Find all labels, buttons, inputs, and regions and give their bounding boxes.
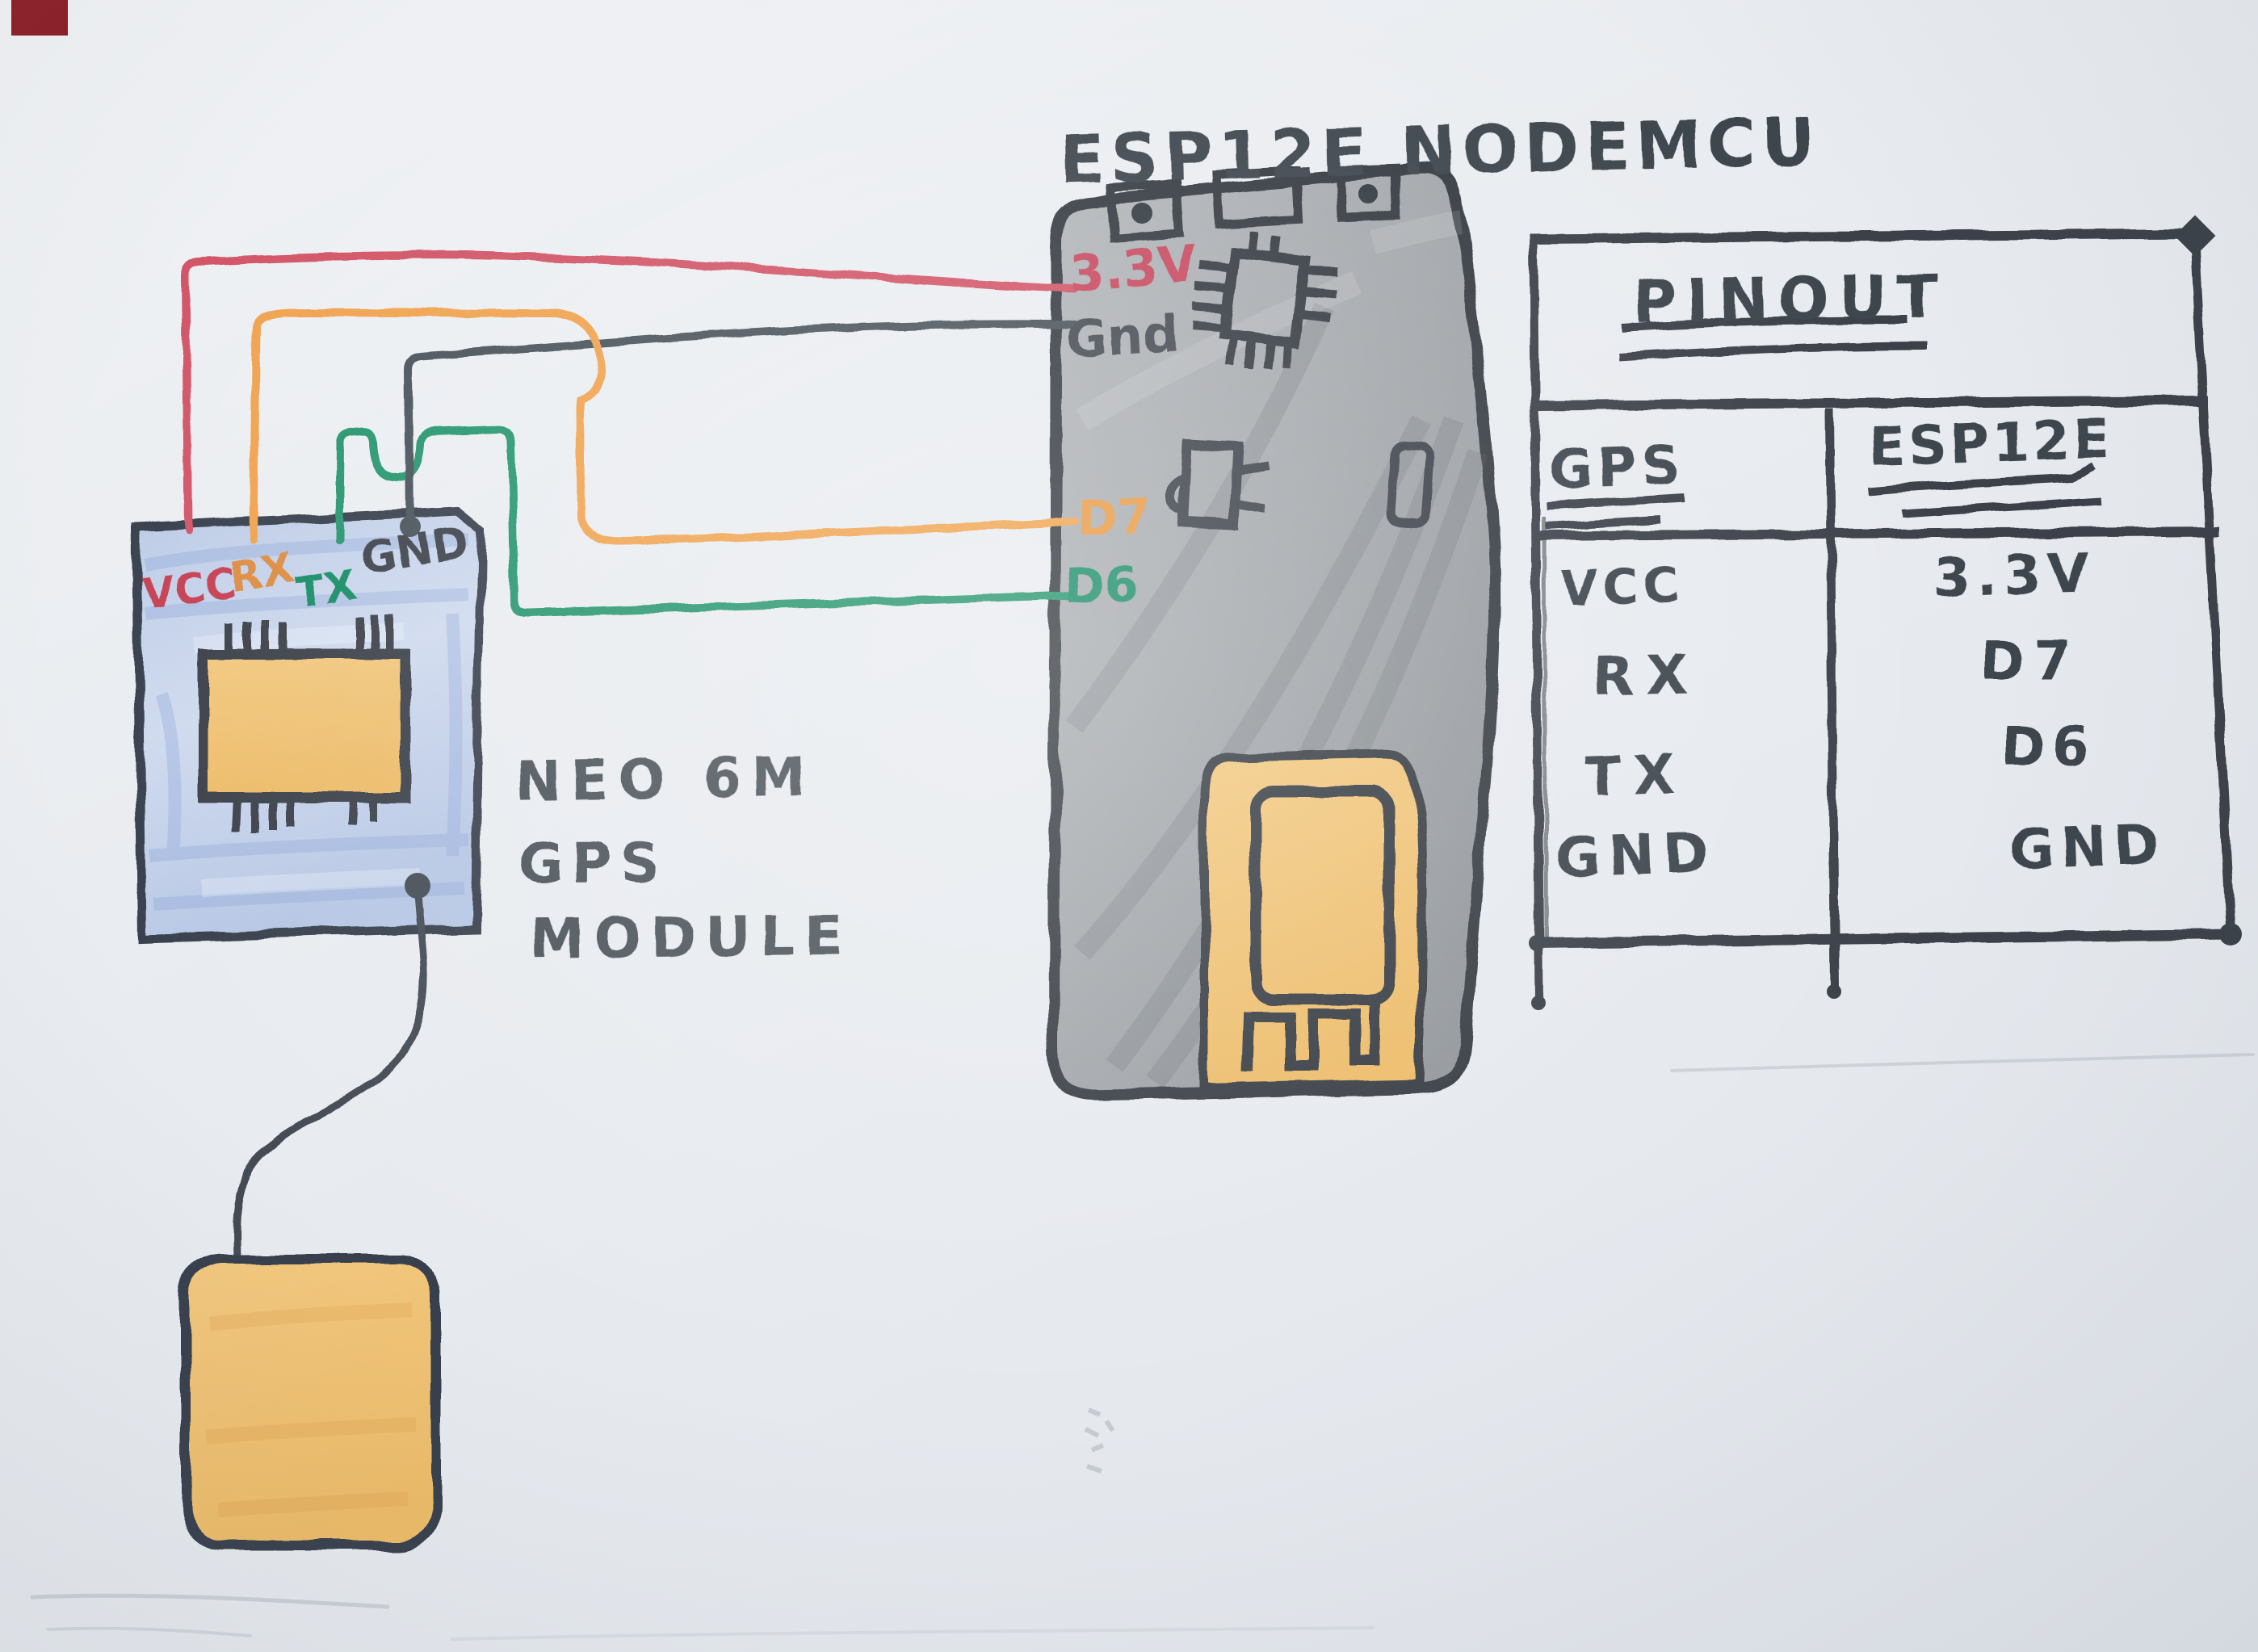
nodemcu-pin-label-3v3: 3.3V <box>1067 233 1199 304</box>
wire-rx-orange <box>250 308 1080 545</box>
esp-chip-icon <box>1190 230 1338 370</box>
pinout-row-gnd-gps: GND <box>1554 820 1718 891</box>
board-top-tabs <box>1106 164 1401 243</box>
pinout-column-header-esp12e: ESP12E <box>1867 407 2114 479</box>
gps-antenna <box>181 1255 441 1550</box>
wire-gnd-dark <box>400 320 1078 537</box>
gps-caption-line1: NEO 6M <box>514 744 816 815</box>
antenna-connector-dot <box>405 873 430 899</box>
nodemcu-board <box>1047 162 1500 1101</box>
pinout-row-rx-gps: RX <box>1592 643 1702 708</box>
pinout-column-header-gps: GPS <box>1547 434 1686 501</box>
gps-caption-line3: MODULE <box>529 904 853 971</box>
gps-chip-icon <box>198 615 411 833</box>
transistor-icon <box>1166 438 1270 530</box>
table-underlines <box>1545 316 2102 530</box>
pinout-row-rx-esp: D7 <box>1980 630 2081 692</box>
pinout-row-vcc-gps: VCC <box>1559 556 1685 618</box>
pinout-table-grid <box>1529 229 2235 1004</box>
pinout-row-tx-gps: TX <box>1583 742 1689 809</box>
gps-pin-label-tx: TX <box>292 560 360 618</box>
tab-hole-dot <box>1358 184 1378 203</box>
paper-creases <box>30 1053 2255 1641</box>
nodemcu-pin-label-d7: D7 <box>1076 488 1152 547</box>
pinout-row-tx-esp: D6 <box>2001 715 2096 778</box>
pinout-table-title: PINOUT <box>1632 262 1948 338</box>
pcb-antenna-trace <box>1242 1001 1380 1071</box>
pinout-row-vcc-esp: 3.3V <box>1932 541 2096 610</box>
gps-module-board <box>132 506 486 1260</box>
capacitor-icon <box>1386 440 1434 529</box>
esp-antenna-module <box>1200 749 1427 1092</box>
antenna-wire <box>233 894 428 1260</box>
tab-hole-dot <box>1131 203 1152 224</box>
nodemcu-pin-label-gnd: Gnd <box>1064 304 1181 369</box>
gps-caption-line2: GPS <box>518 832 668 895</box>
pencil-smudge <box>1084 1407 1115 1474</box>
wire-vcc-red <box>181 250 1078 533</box>
esp-can-outline <box>1250 786 1395 1005</box>
wire-tx-green <box>335 425 1078 618</box>
photo-corner-artifact <box>11 0 68 36</box>
nodemcu-pin-label-d6: D6 <box>1063 556 1139 615</box>
pinout-row-gnd-esp: GND <box>2008 812 2167 883</box>
